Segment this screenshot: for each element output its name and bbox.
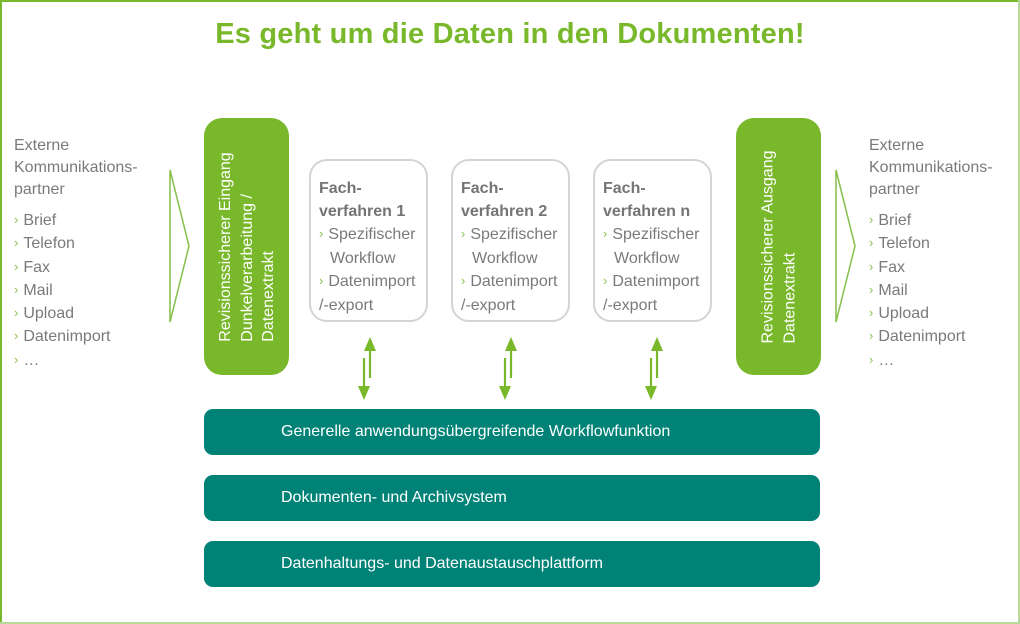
flow-arrow-left-icon (169, 169, 190, 323)
bullet-chevron-icon: › (869, 258, 874, 274)
list-item: ›Fax (14, 258, 51, 276)
list-item: ›… (869, 351, 895, 369)
bullet-chevron-icon: › (14, 351, 19, 367)
frame-border-left (0, 0, 2, 624)
layer-data-exchange-platform: Datenhaltungs- und Datenaustauschplattfo… (204, 541, 820, 587)
input-processing-label: Revisionssicherer Eingang Dunkelverarbei… (216, 151, 277, 342)
list-item: ›Upload (14, 305, 75, 323)
list-item: ›Datenimport (869, 328, 966, 346)
flow-arrow-right-icon (835, 169, 856, 323)
input-processing-box: Revisionssicherer Eingang Dunkelverarbei… (204, 118, 289, 375)
bullet-chevron-icon: › (14, 328, 19, 344)
exchange-arrow-2-icon (499, 337, 517, 400)
list-item: ›Datenimport (14, 328, 111, 346)
list-item: ›… (14, 351, 40, 369)
layer-workflow-function: Generelle anwendungsübergreifende Workfl… (204, 409, 820, 455)
bullet-chevron-icon: › (461, 226, 466, 241)
bullet-chevron-icon: › (14, 258, 19, 274)
output-processing-label: Revisionssicherer Ausgang Datenextrakt (759, 150, 798, 343)
bullet-chevron-icon: › (869, 281, 874, 297)
list-item: ›Datenimport/-export (319, 273, 416, 314)
list-item: ›Upload (869, 305, 930, 323)
channel-list: ›Brief ›Telefon ›Fax ›Mail ›Upload ›Date… (869, 209, 993, 372)
bullet-chevron-icon: › (461, 273, 466, 288)
list-item: ›Brief (14, 212, 57, 229)
bullet-chevron-icon: › (869, 351, 874, 367)
bullet-chevron-icon: › (869, 305, 874, 321)
bullet-chevron-icon: › (319, 273, 324, 288)
list-item: ›Telefon (869, 235, 930, 253)
external-partners-heading: Externe Kommunikations- partner (869, 137, 993, 198)
output-processing-box: Revisionssicherer Ausgang Datenextrakt (736, 118, 821, 375)
channel-list: ›Brief ›Telefon ›Fax ›Mail ›Upload ›Date… (14, 209, 138, 372)
frame-border-top (0, 0, 1020, 2)
diagram-title: Es geht um die Daten in den Dokumenten! (215, 18, 805, 50)
list-item: ›Telefon (14, 235, 75, 253)
external-partners-left: Externe Kommunikations- partner ›Brief ›… (14, 135, 138, 372)
fachverfahren-title: Fach- verfahren 1 (319, 180, 406, 220)
bullet-chevron-icon: › (869, 235, 874, 251)
bullet-chevron-icon: › (14, 305, 19, 321)
list-item: ›Datenimport/-export (461, 273, 558, 314)
layer-document-archive-system: Dokumenten- und Archivsystem (204, 475, 820, 521)
bullet-chevron-icon: › (603, 226, 608, 241)
bullet-chevron-icon: › (14, 212, 19, 227)
exchange-arrow-1-icon (358, 337, 376, 400)
bullet-chevron-icon: › (869, 212, 874, 227)
exchange-arrow-n-icon (645, 337, 663, 400)
bullet-chevron-icon: › (319, 226, 324, 241)
bullet-chevron-icon: › (603, 273, 608, 288)
list-item: ›Datenimport/-export (603, 273, 700, 314)
list-item: ›Mail (869, 281, 908, 299)
fachverfahren-title: Fach- verfahren 2 (461, 180, 548, 220)
bullet-chevron-icon: › (869, 328, 874, 344)
fachverfahren-title: Fach- verfahren n (603, 180, 691, 220)
bullet-chevron-icon: › (14, 281, 19, 297)
external-partners-heading: Externe Kommunikations- partner (14, 137, 138, 198)
bullet-chevron-icon: › (14, 235, 19, 251)
list-item: ›Mail (14, 281, 53, 299)
list-item: ›Fax (869, 258, 906, 276)
list-item: ›Brief (869, 212, 912, 229)
external-partners-right: Externe Kommunikations- partner ›Brief ›… (869, 135, 993, 372)
